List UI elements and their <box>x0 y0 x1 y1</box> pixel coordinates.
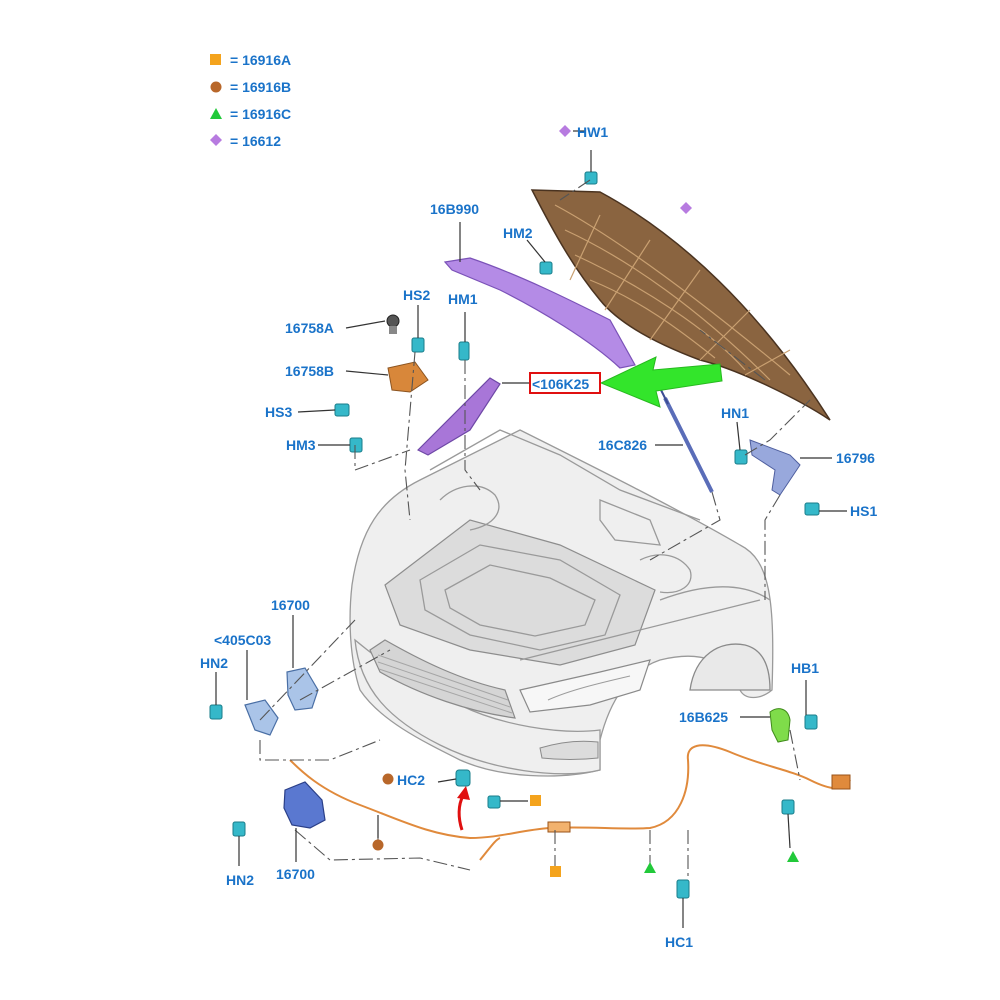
label-hn2-top: HN2 <box>200 655 228 671</box>
hood-release-cable-branch <box>479 837 501 861</box>
latch-405c03 <box>244 699 279 736</box>
clip-hc2 <box>455 769 471 787</box>
label-hm2: HM2 <box>503 225 533 241</box>
label-hc1: HC1 <box>665 934 693 950</box>
marker-circle-b <box>372 839 384 851</box>
marker-square-a <box>530 795 541 806</box>
clip-cable-a <box>487 795 501 809</box>
battery-box <box>599 499 662 546</box>
label-16758a: 16758A <box>285 320 334 336</box>
cable-sleeve <box>547 821 571 833</box>
label-hs2: HS2 <box>403 287 430 303</box>
clip-hn2-bottom <box>232 821 246 837</box>
label-16758b: 16758B <box>285 363 334 379</box>
label-16b990: 16B990 <box>430 201 479 217</box>
hood-hinge-arm-16b990 <box>443 257 636 369</box>
legend-item-16916a: = 16916A <box>230 52 291 68</box>
legend-item-16916b: = 16916B <box>230 79 291 95</box>
assembly-lines <box>259 179 811 880</box>
radiator-frame <box>419 544 621 651</box>
marker-diamond-hw1 <box>559 125 571 137</box>
label-16c826: 16C826 <box>598 437 647 453</box>
marker-circle-a <box>382 773 394 785</box>
clip-hs2 <box>411 337 425 353</box>
label-16b625: 16B625 <box>679 709 728 725</box>
legend-triangle-icon <box>210 108 222 119</box>
highlight-box <box>529 372 601 394</box>
clip-hs1 <box>804 502 820 516</box>
clip-hm2 <box>539 261 553 275</box>
marker-square-b <box>550 866 561 877</box>
pull-arrow-head <box>457 786 470 800</box>
green-pointer-arrow-icon <box>599 356 723 408</box>
car-body <box>349 429 774 777</box>
part-labels: HW1 16B990 HM2 HS2 HM1 16758A 16758B HS3… <box>200 124 877 950</box>
hood-seal-106k25 <box>416 377 501 456</box>
marker-triangle-b <box>787 851 799 862</box>
fender-right <box>659 586 771 601</box>
clip-hm3 <box>349 437 363 453</box>
label-hs1: HS1 <box>850 503 877 519</box>
label-16700-top: 16700 <box>271 597 310 613</box>
bumper-stop-base <box>389 326 397 334</box>
release-handle-16b625 <box>769 708 791 743</box>
grille-slats <box>377 654 513 714</box>
legend-circle-icon <box>210 81 222 93</box>
clip-hb1 <box>804 714 818 730</box>
latch-16700-top <box>286 667 319 711</box>
clip-hs3 <box>334 403 350 417</box>
body-crease <box>519 599 761 661</box>
label-hw1: HW1 <box>577 124 608 140</box>
cable-clip-orange <box>831 774 851 790</box>
label-hc2: HC2 <box>397 772 425 788</box>
legend-item-16612: = 16612 <box>230 133 281 149</box>
label-106k25: <106K25 <box>532 376 589 392</box>
strut-tower-right <box>639 554 692 594</box>
legend-item-16916c: = 16916C <box>230 106 291 122</box>
latch-16700-bottom <box>283 781 326 829</box>
fog-lamp <box>539 740 599 760</box>
hood-release-cable <box>289 744 851 840</box>
pull-arrow-icon <box>457 795 465 831</box>
marker-triangle-a <box>644 862 656 873</box>
cowl <box>429 429 701 521</box>
clip-hn2-top <box>209 704 223 720</box>
hood <box>530 189 831 421</box>
legend-square-icon <box>210 54 221 65</box>
hinge-bracket-16796 <box>749 439 801 496</box>
label-hn2-bottom: HN2 <box>226 872 254 888</box>
legend: = 16916A = 16916B = 16916C = 16612 <box>210 52 291 149</box>
radiator-inner <box>444 564 596 637</box>
fasteners <box>209 171 820 899</box>
leader-lines <box>215 130 847 928</box>
label-hn1: HN1 <box>721 405 749 421</box>
gas-strut-16c826 <box>663 397 714 493</box>
legend-diamond-icon <box>210 134 222 146</box>
marker-diamond-hood <box>680 202 692 214</box>
clip-cable-b <box>781 799 795 815</box>
label-hm3: HM3 <box>286 437 316 453</box>
strut-tower-left <box>439 485 500 531</box>
label-405c03: <405C03 <box>214 632 271 648</box>
wheel-arch <box>689 643 771 691</box>
latch-bracket-16758b <box>387 361 429 393</box>
label-hm1: HM1 <box>448 291 478 307</box>
label-16796: 16796 <box>836 450 875 466</box>
headlight-lamp-left <box>547 675 631 701</box>
label-hs3: HS3 <box>265 404 292 420</box>
label-hb1: HB1 <box>791 660 819 676</box>
engine-bay <box>384 519 656 666</box>
headlight-left <box>519 659 651 713</box>
label-16700-bottom: 16700 <box>276 866 315 882</box>
clip-hm1 <box>458 341 470 361</box>
clip-hn1 <box>734 449 748 465</box>
bumper-stop-16758a <box>386 314 400 328</box>
front-grille <box>369 639 516 719</box>
hood-ribs <box>554 204 791 381</box>
clip-hc1 <box>676 879 690 899</box>
hood-panel <box>530 189 831 421</box>
